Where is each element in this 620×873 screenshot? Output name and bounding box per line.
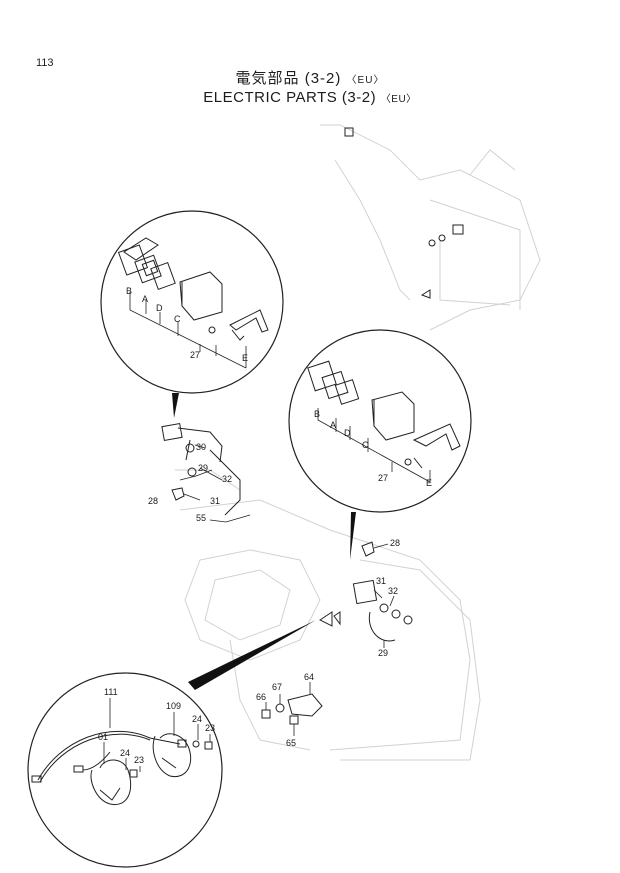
letter-E2: E [426, 478, 432, 488]
machine-ghost-outline [175, 124, 541, 761]
letter-C1: C [174, 314, 181, 324]
callout-32b: 32 [388, 586, 398, 596]
detail-pointer-2 [350, 512, 356, 560]
callout-23a: 23 [134, 755, 144, 765]
callout-64: 64 [304, 672, 314, 682]
callout-28b: 28 [390, 538, 400, 548]
callout-67: 67 [272, 682, 282, 692]
callout-29a: 29 [198, 463, 208, 473]
horn-assembly-center: 66 67 64 65 [256, 672, 323, 748]
callout-01: 01 [98, 732, 108, 742]
callout-23b: 23 [205, 723, 215, 733]
callout-31a: 31 [210, 496, 220, 506]
page-number: 113 [36, 57, 54, 69]
callout-30: 30 [196, 442, 206, 452]
letter-A2: A [330, 420, 336, 430]
callout-27a: 27 [190, 350, 200, 360]
title-en-region-tag: 〈EU〉 [380, 94, 417, 105]
lamp-assembly-left: 30 29 32 28 31 55 [148, 422, 251, 523]
callout-55: 55 [196, 513, 206, 523]
callout-109: 109 [166, 701, 181, 711]
detail-circle-bottom-left: 111 01 24 23 109 24 23 [27, 672, 223, 868]
page-title-english: ELECTRIC PARTS (3-2) 〈EU〉 [0, 89, 620, 106]
letter-A1: A [142, 294, 148, 304]
detail-pointer-3 [188, 620, 316, 690]
title-jp-text: 電気部品 (3-2) [235, 70, 342, 87]
detail-pointer-1 [172, 393, 179, 418]
title-jp-region-tag: 〈EU〉 [346, 75, 385, 86]
callout-28a: 28 [148, 496, 158, 506]
callout-66: 66 [256, 692, 266, 702]
callout-24a: 24 [120, 748, 130, 758]
page-title-japanese: 電気部品 (3-2) 〈EU〉 [0, 67, 620, 88]
letter-B1: B [126, 286, 132, 296]
lamp-lens-assembly-2 [307, 360, 461, 469]
callout-31b: 31 [376, 576, 386, 586]
small-lamp-parts-top [344, 127, 464, 299]
callout-32a: 32 [222, 474, 232, 484]
callout-29b: 29 [378, 648, 388, 658]
letter-E1: E [242, 353, 248, 363]
letter-B2: B [314, 409, 320, 419]
lamp-lens-assembly [117, 237, 269, 341]
callout-24b: 24 [192, 714, 202, 724]
lamp-assembly-right: 28 31 32 29 [319, 538, 413, 658]
letter-C2: C [362, 440, 369, 450]
letter-D2: D [344, 428, 351, 438]
detail-circle-upper-left: B A D C 27 E [100, 210, 284, 394]
horn-wiring-harness [31, 730, 213, 806]
detail-circle-right: B A D C 27 E [288, 329, 472, 513]
callout-27b: 27 [378, 473, 388, 483]
callout-111: 111 [104, 687, 118, 697]
callout-65: 65 [286, 738, 296, 748]
title-en-text: ELECTRIC PARTS (3-2) [203, 89, 377, 106]
letter-D1: D [156, 303, 163, 313]
